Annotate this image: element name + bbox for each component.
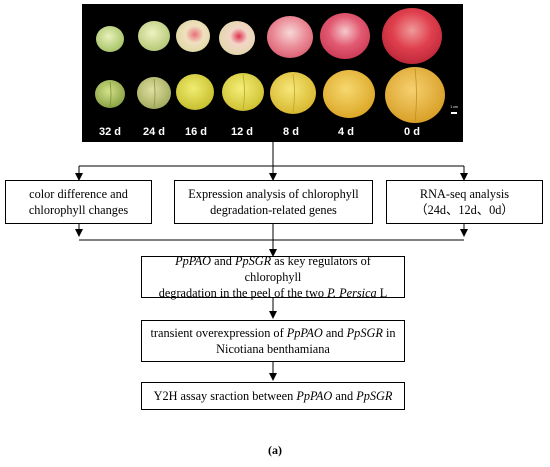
box-rnaseq-line2: （24d、12d、0d） <box>415 203 514 217</box>
fruit-bottom-12d <box>222 73 264 111</box>
fruit-bottom-0d <box>385 67 445 123</box>
box-key-regulators: PpPAO and PpSGR as key regulators of chl… <box>141 254 405 300</box>
conj-and: and <box>335 389 354 403</box>
box-expression-analysis: Expression analysis of chlorophyll degra… <box>174 180 373 224</box>
gene-ppPAO: PpPAO <box>286 326 323 340</box>
box-rnaseq-line1: RNA-seq analysis <box>419 187 510 201</box>
day-label-0d: 0 d <box>404 126 420 138</box>
regulators-text-3: L <box>379 286 388 300</box>
day-label-4d: 4 d <box>338 126 354 138</box>
fruit-bottom-24d <box>137 77 171 109</box>
box-rnaseq: RNA-seq analysis （24d、12d、0d） <box>386 180 543 224</box>
gene-ppPAO: PpPAO <box>296 389 333 403</box>
overexp-line2: Nicotiana benthamiana <box>216 342 330 356</box>
fruit-bottom-4d <box>323 70 375 118</box>
fruit-top-24d <box>138 21 170 51</box>
fruit-bottom-16d <box>176 74 214 110</box>
day-label-8d: 8 d <box>283 126 299 138</box>
fruit-top-4d <box>320 13 370 59</box>
conj-and: and <box>325 326 344 340</box>
fruit-bottom-8d <box>270 72 316 114</box>
box-expression-line2: degradation-related genes <box>210 203 337 217</box>
fruit-bottom-32d <box>95 80 125 108</box>
fruit-top-12d <box>219 21 255 55</box>
conj-and: and <box>214 254 232 268</box>
species-name: P. Persica <box>327 286 377 300</box>
day-label-16d: 16 d <box>185 126 207 138</box>
scale-bar <box>451 112 457 114</box>
overexp-prefix: transient overexpression of <box>150 326 284 340</box>
fruit-top-16d <box>176 20 210 52</box>
y2h-prefix: Y2H assay sraction between <box>153 389 294 403</box>
fruit-photo-panel: 1 cm 32 d 24 d 16 d 12 d 8 d 4 d 0 d <box>82 4 463 142</box>
gene-ppSGR: PpSGR <box>346 326 383 340</box>
box-color-line1: color difference and <box>29 187 128 201</box>
fruit-photo: 1 cm 32 d 24 d 16 d 12 d 8 d 4 d 0 d <box>95 8 458 138</box>
box-transient-overexpression: transient overexpression of PpPAO and Pp… <box>141 320 405 362</box>
regulators-text-1: as key regulators of chlorophyll <box>244 254 371 284</box>
regulators-text-2: degradation in the peel of the two <box>158 286 324 300</box>
day-label-24d: 24 d <box>143 126 165 138</box>
day-label-32d: 32 d <box>99 126 121 138</box>
figure-caption: (a) <box>268 443 282 457</box>
gene-ppPAO: PpPAO <box>175 254 212 268</box>
box-color-line2: chlorophyll changes <box>28 203 129 217</box>
day-label-12d: 12 d <box>231 126 253 138</box>
fruit-top-32d <box>96 26 124 52</box>
fruit-top-8d <box>267 16 313 58</box>
fruit-top-0d <box>382 8 442 64</box>
scale-bar-label: 1 cm <box>450 105 458 109</box>
overexp-suffix: in <box>385 326 396 340</box>
gene-ppSGR: PpSGR <box>356 389 393 403</box>
box-expression-line1: Expression analysis of chlorophyll <box>188 187 359 201</box>
box-color-difference: color difference and chlorophyll changes <box>5 180 152 224</box>
box-y2h-assay: Y2H assay sraction between PpPAO and PpS… <box>141 382 405 410</box>
gene-ppSGR: PpSGR <box>234 254 272 268</box>
